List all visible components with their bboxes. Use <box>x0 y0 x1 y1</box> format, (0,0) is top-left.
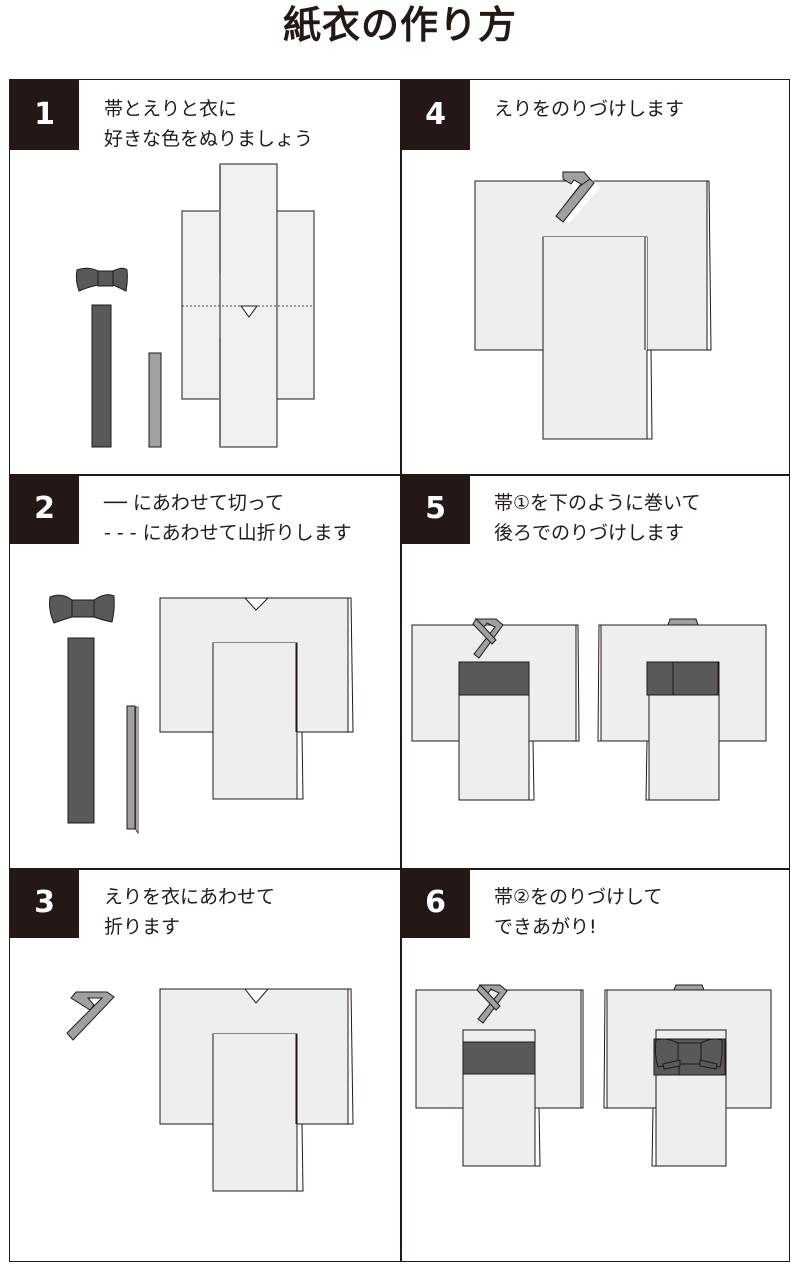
column-divider <box>400 80 402 1261</box>
step-6-illustration <box>415 984 772 1167</box>
step-number-badge: 6 <box>401 868 470 938</box>
instruction-line: 帯①を下のように巻いて <box>494 492 701 514</box>
step-3-illustration <box>66 988 354 1192</box>
step-number-badge: 4 <box>401 80 470 150</box>
obi-strip-1 <box>91 304 112 448</box>
step-instruction: えりをのりづけします <box>494 94 684 124</box>
kimono-cut <box>159 597 354 800</box>
step-number-badge: 5 <box>401 474 470 544</box>
kimono-back-obi1 <box>597 618 767 801</box>
row-divider-1 <box>10 474 789 476</box>
instruction-line: - - - にあわせて山折りします <box>104 522 352 544</box>
row-divider-2 <box>10 868 789 870</box>
step-number-badge: 1 <box>10 80 79 150</box>
step-1-illustration <box>75 163 315 448</box>
instruction-grid: 1 帯とえりと衣に 好きな色をぬりましょう <box>9 79 790 1262</box>
step-4-panel: 4 えりをのりづけします <box>400 80 790 474</box>
instruction-line: できあがり! <box>494 916 597 938</box>
step-6-panel: 6 帯②をのりづけして できあがり! <box>400 868 790 1262</box>
step-2-panel: 2 ── にあわせて切って - - - にあわせて山折りします <box>10 474 400 868</box>
step-instruction: 帯②をのりづけして できあがり! <box>494 882 662 942</box>
step-instruction: えりを衣にあわせて 折ります <box>104 882 275 942</box>
kimono-front-finished <box>415 984 584 1167</box>
collar-strip <box>126 705 136 830</box>
collar-strip <box>148 352 162 448</box>
instruction-line: ── にあわせて切って <box>104 492 284 514</box>
instruction-line: 好きな色をぬりましょう <box>104 128 314 150</box>
step-number-badge: 2 <box>10 474 79 544</box>
instruction-line: 後ろでのりづけします <box>494 522 685 544</box>
instruction-line: えりを衣にあわせて <box>104 886 276 908</box>
kimono-back-finished <box>603 984 772 1167</box>
step-number-badge: 3 <box>10 868 79 938</box>
obi-bow-icon <box>49 594 115 624</box>
instruction-line: 帯②をのりづけして <box>494 886 663 908</box>
kimono-front-with-collar <box>474 171 712 440</box>
step-1-panel: 1 帯とえりと衣に 好きな色をぬりましょう <box>10 80 400 474</box>
instruction-line: 帯とえりと衣に <box>104 98 238 120</box>
obi-bow-icon <box>75 267 128 292</box>
kimono-unfolded <box>181 163 315 448</box>
step-2-illustration <box>49 594 354 835</box>
folded-collar-icon <box>66 991 115 1041</box>
step-5-illustration <box>411 618 767 801</box>
obi-bow-icon <box>654 1038 723 1070</box>
obi-strip-1 <box>67 637 95 824</box>
instruction-line: えりをのりづけします <box>494 98 685 120</box>
step-4-illustration <box>474 171 712 440</box>
instruction-line: 折ります <box>104 916 181 938</box>
kimono-with-neck-cut <box>159 988 354 1192</box>
step-5-panel: 5 帯①を下のように巻いて 後ろでのりづけします <box>400 474 790 868</box>
step-3-panel: 3 えりを衣にあわせて 折ります <box>10 868 400 1262</box>
step-instruction: ── にあわせて切って - - - にあわせて山折りします <box>104 488 352 548</box>
step-instruction: 帯①を下のように巻いて 後ろでのりづけします <box>494 488 700 548</box>
step-instruction: 帯とえりと衣に 好きな色をぬりましょう <box>104 94 313 154</box>
page-title: 紙衣の作り方 <box>282 3 517 47</box>
kimono-front-obi1 <box>411 618 580 801</box>
